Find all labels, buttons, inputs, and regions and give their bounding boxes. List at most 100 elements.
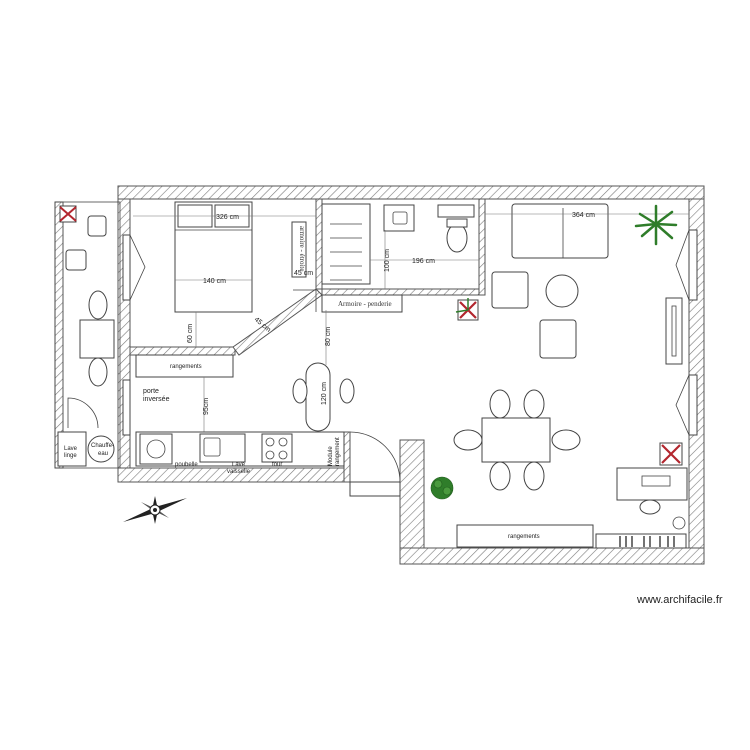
sink xyxy=(383,204,415,232)
tv-stand xyxy=(665,297,683,365)
toilet xyxy=(446,223,468,253)
toilet-tank xyxy=(446,218,468,228)
wall-bath-right xyxy=(478,198,486,296)
storage-bedroom-label: rangements xyxy=(170,364,202,370)
shower xyxy=(321,203,371,285)
plant-icon-red-2 xyxy=(661,444,681,464)
dishwasher-label-2: vaisselle xyxy=(227,469,251,475)
wall-kitchen-right xyxy=(343,431,351,483)
wall-balcony xyxy=(54,201,64,469)
wardrobe-narrow-label: armoire - étroite xyxy=(298,226,306,271)
hob-ring-3 xyxy=(265,450,275,460)
window-left-swing xyxy=(129,234,146,301)
dining-chair-3 xyxy=(489,461,511,491)
window-left xyxy=(122,234,131,301)
dining-chair-5 xyxy=(453,429,483,451)
bar-stool-2 xyxy=(339,378,355,404)
windows xyxy=(122,229,698,436)
stove-burner-icon xyxy=(146,439,166,459)
kitchen-sink xyxy=(199,433,246,463)
balcony-table xyxy=(79,319,115,359)
washing-machine-label-1: Lave xyxy=(64,446,78,452)
dim-100-label: 100 cm xyxy=(384,249,391,272)
tv-screen xyxy=(671,305,677,357)
dim-80-label: 80 cm xyxy=(325,327,332,346)
dining-chair-2 xyxy=(523,389,545,419)
hob xyxy=(261,433,293,463)
dim-140-label: 140 cm xyxy=(203,278,226,285)
plants xyxy=(430,204,683,500)
kitchen-sink-basin xyxy=(203,437,221,457)
wall-top xyxy=(117,185,705,200)
dim-326-label: 326 cm xyxy=(216,214,239,221)
desk xyxy=(616,467,688,501)
storage-bedroom xyxy=(135,354,234,378)
window-right-lower xyxy=(688,374,698,436)
window-right xyxy=(688,229,698,301)
entrance-door-swing xyxy=(349,431,401,483)
balcony: Lave linge Chauffe- eau xyxy=(57,205,115,467)
water-heater-label-1: Chauffe- xyxy=(91,443,114,449)
walls xyxy=(54,185,705,565)
module-label-2: rangement xyxy=(335,437,341,466)
module-label-1: Module xyxy=(328,446,334,466)
sofa xyxy=(511,203,609,259)
poubelle-label: poubelle xyxy=(175,462,198,468)
washing-machine-label-2: linge xyxy=(64,453,77,459)
dim-120-label: 120 cm xyxy=(321,382,328,405)
dining-chair-1 xyxy=(489,389,511,419)
bookshelf-books xyxy=(619,536,675,547)
stove-top xyxy=(139,433,173,465)
dishwasher-label-1: Lave xyxy=(232,462,246,468)
balcony-chair-3 xyxy=(88,290,108,320)
balcony-plant-icon xyxy=(59,206,77,222)
window-left-lower xyxy=(122,379,131,436)
watermark: www.archifacile.fr xyxy=(637,594,723,606)
window-right-swing xyxy=(675,229,690,301)
window-right-lower-swing xyxy=(675,374,690,436)
wardrobe-penderie xyxy=(321,294,403,313)
sink-basin xyxy=(392,211,408,225)
dining-table xyxy=(481,417,551,463)
water-heater-label-2: eau xyxy=(98,451,108,457)
washing-machine xyxy=(57,431,87,467)
door-swing-bedroom xyxy=(293,289,317,312)
dim-364-label: 364 cm xyxy=(572,212,595,219)
kitchen: porte inversée 95cm 80 cm 120 cm poubell… xyxy=(135,310,401,497)
dim-45-label: 45 cm xyxy=(294,270,313,277)
storage-living-label: rangements xyxy=(508,534,540,540)
wall-bath-left xyxy=(315,198,323,290)
wall-bath-bottom xyxy=(321,288,480,296)
compass-icon xyxy=(123,496,187,524)
desk-keyboard xyxy=(641,475,671,487)
balcony-chair-4 xyxy=(88,357,108,387)
cabinet xyxy=(437,204,475,218)
living-room: 364 cm rangements xyxy=(453,203,689,549)
desk-chair xyxy=(639,499,661,515)
armchair-1 xyxy=(491,271,529,309)
water-heater xyxy=(87,435,115,463)
balcony-chair-2 xyxy=(65,249,87,271)
bedroom: 326 cm 140 cm 60 cm 45 cm armoire - étro… xyxy=(133,201,317,378)
bar-stool-1 xyxy=(292,378,308,404)
oven-label: four xyxy=(272,462,282,468)
dim-60-label: 60 cm xyxy=(187,324,194,343)
hob-ring-2 xyxy=(278,437,288,447)
balcony-outline xyxy=(54,201,121,469)
balcony-door xyxy=(67,397,99,429)
wardrobe-narrow xyxy=(291,221,307,278)
dining-chair-4 xyxy=(523,461,545,491)
wardrobe-penderie-label: Armoire - penderie xyxy=(338,300,392,308)
door-note-1: porte xyxy=(143,388,159,395)
dim-196-label: 196 cm xyxy=(412,258,435,265)
plant-icon-round xyxy=(430,476,454,500)
door-note-2: inversée xyxy=(143,396,170,403)
coffee-table xyxy=(545,274,579,308)
balcony-chair-1 xyxy=(87,215,107,237)
plant-icon-palm xyxy=(634,204,678,246)
bookshelf xyxy=(595,533,687,549)
wall-bedroom-bottom xyxy=(129,346,236,356)
storage-living xyxy=(456,524,594,548)
wall-bottom-right xyxy=(399,547,705,565)
